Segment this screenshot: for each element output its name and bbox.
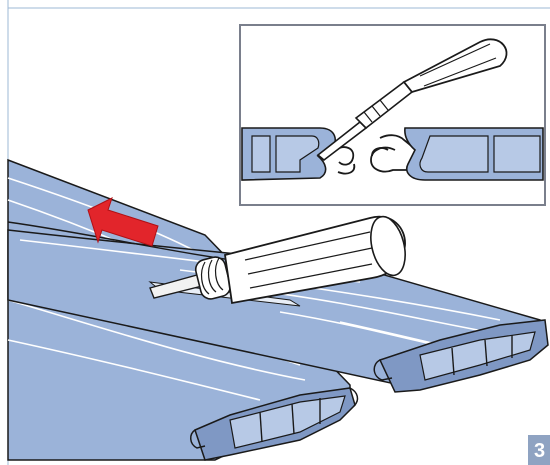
left-panel-end-profile [190, 387, 359, 461]
screwdriver-icon [149, 215, 406, 305]
right-panel-end-profile [373, 319, 549, 393]
inset-screwdriver-icon [316, 38, 508, 162]
direction-arrow-icon [87, 197, 159, 247]
detail-inset [239, 24, 546, 206]
inset-right-profile [404, 127, 544, 181]
step-number-badge: 3 [528, 435, 550, 465]
inset-left-profile [241, 127, 336, 181]
inset-clip-hooks [334, 134, 415, 175]
